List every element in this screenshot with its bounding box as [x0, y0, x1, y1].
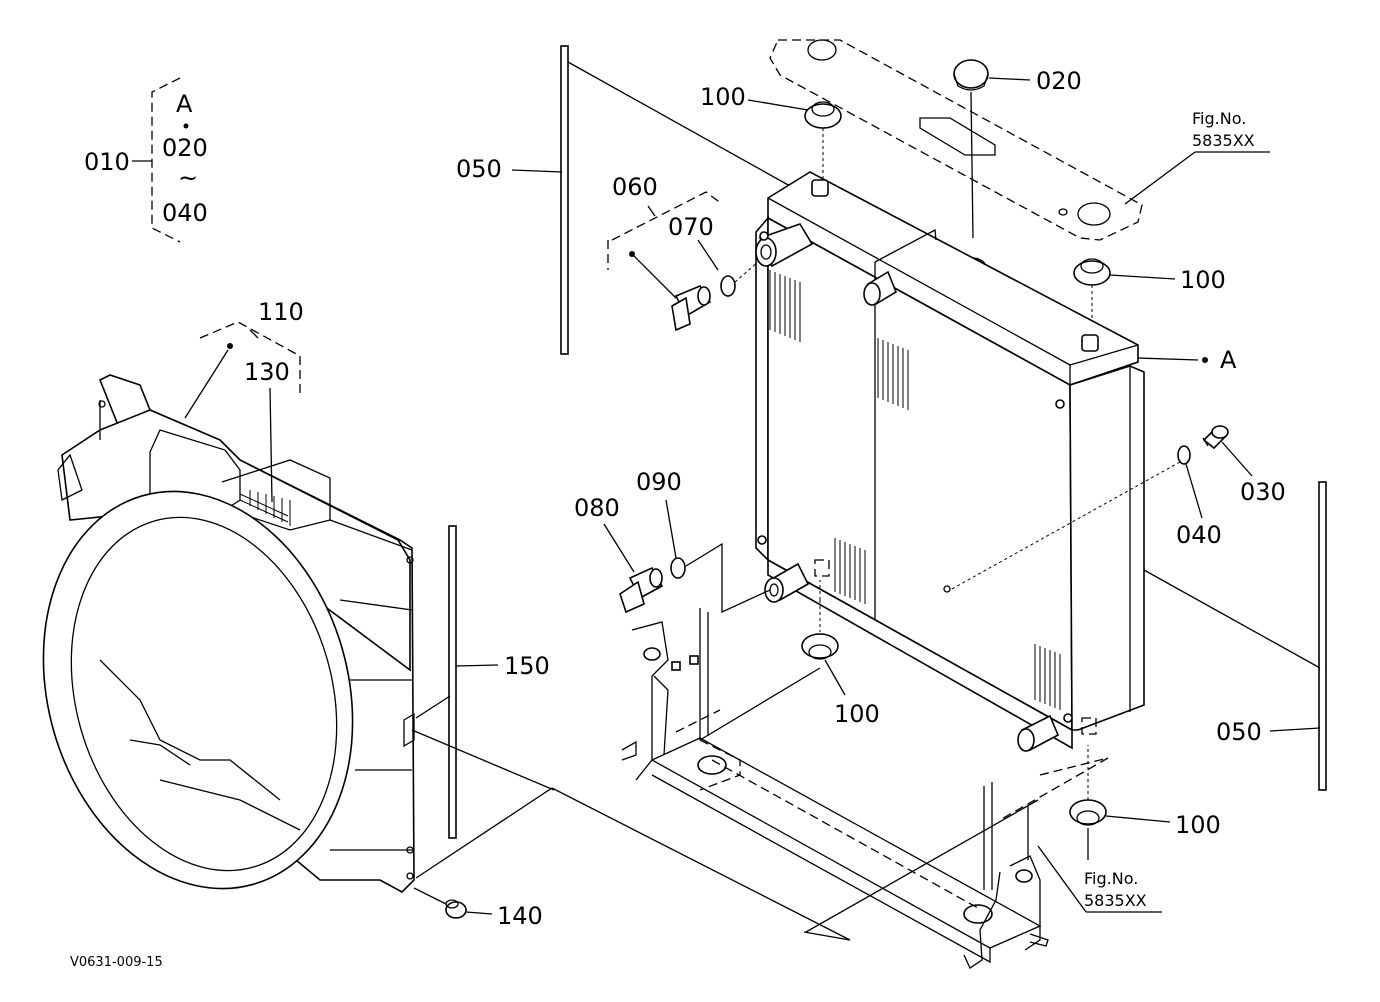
- radiator-cap-020: 020: [953, 59, 1082, 239]
- part-150-label: 150: [504, 652, 550, 680]
- drain-plug-group: 040 030: [949, 425, 1286, 591]
- fitting-080-group: 080 090: [574, 468, 771, 614]
- part-140-label: 140: [497, 902, 543, 930]
- part-060-label: 060: [612, 173, 658, 201]
- part-070-label: 070: [668, 213, 714, 241]
- fan-shroud: [42, 374, 415, 893]
- key-tilde: ~: [178, 164, 198, 192]
- fig-ref-top-line1: Fig.No.: [1192, 109, 1246, 128]
- part-020-label: 020: [1036, 67, 1082, 95]
- fitting-060-group: 060 070: [607, 173, 759, 332]
- seal-strip-050-top: 050: [456, 45, 791, 355]
- fig-ref-bottom-line2: 5835XX: [1084, 891, 1147, 910]
- part-050-top-label: 050: [456, 155, 502, 183]
- part-100-top-left-label: 100: [700, 83, 746, 111]
- part-100-bottom-label: 100: [1175, 811, 1221, 839]
- cushion-100-middle: 100: [699, 580, 880, 741]
- part-130-label: 130: [244, 358, 290, 386]
- key-a-label: A: [176, 90, 193, 118]
- part-030-label: 030: [1240, 478, 1286, 506]
- fig-ref-top-line2: 5835XX: [1192, 131, 1255, 150]
- part-100-right-label: 100: [1180, 266, 1226, 294]
- cushion-100-bottom: 100: [999, 745, 1221, 860]
- part-100-middle-label: 100: [834, 700, 880, 728]
- assembly-lines: [411, 729, 1039, 941]
- part-010-label: 010: [84, 148, 130, 176]
- seal-strip-150: 150: [415, 525, 550, 839]
- key-020-label: 020: [162, 134, 208, 162]
- part-050-right-label: 050: [1216, 718, 1262, 746]
- part-040-label: 040: [1176, 521, 1222, 549]
- assembly-key: A 020 ~ 040 010: [84, 77, 208, 243]
- part-090-label: 090: [636, 468, 682, 496]
- bottom-frame: [621, 608, 1049, 969]
- fig-ref-bottom: Fig.No. 5835XX: [1037, 845, 1162, 913]
- bolt-140: 140: [413, 887, 543, 930]
- part-110-label: 110: [258, 298, 304, 326]
- ref-a-right-label: A: [1220, 346, 1237, 374]
- ref-a-right: A: [1137, 346, 1237, 374]
- fig-ref-top: Fig.No. 5835XX: [1124, 109, 1270, 205]
- fig-ref-bottom-line1: Fig.No.: [1084, 869, 1138, 888]
- cushion-100-top-left: 100: [700, 83, 842, 178]
- radiator-core: [755, 171, 1145, 752]
- key-040-label: 040: [162, 199, 208, 227]
- cushion-100-right: 100: [1073, 258, 1226, 335]
- seal-strip-050-right: 050: [1143, 481, 1327, 791]
- drawing-code: V0631-009-15: [70, 955, 163, 970]
- top-cover-plate: [769, 39, 1143, 241]
- shroud-labels: 110 130: [184, 298, 304, 503]
- part-080-label: 080: [574, 494, 620, 522]
